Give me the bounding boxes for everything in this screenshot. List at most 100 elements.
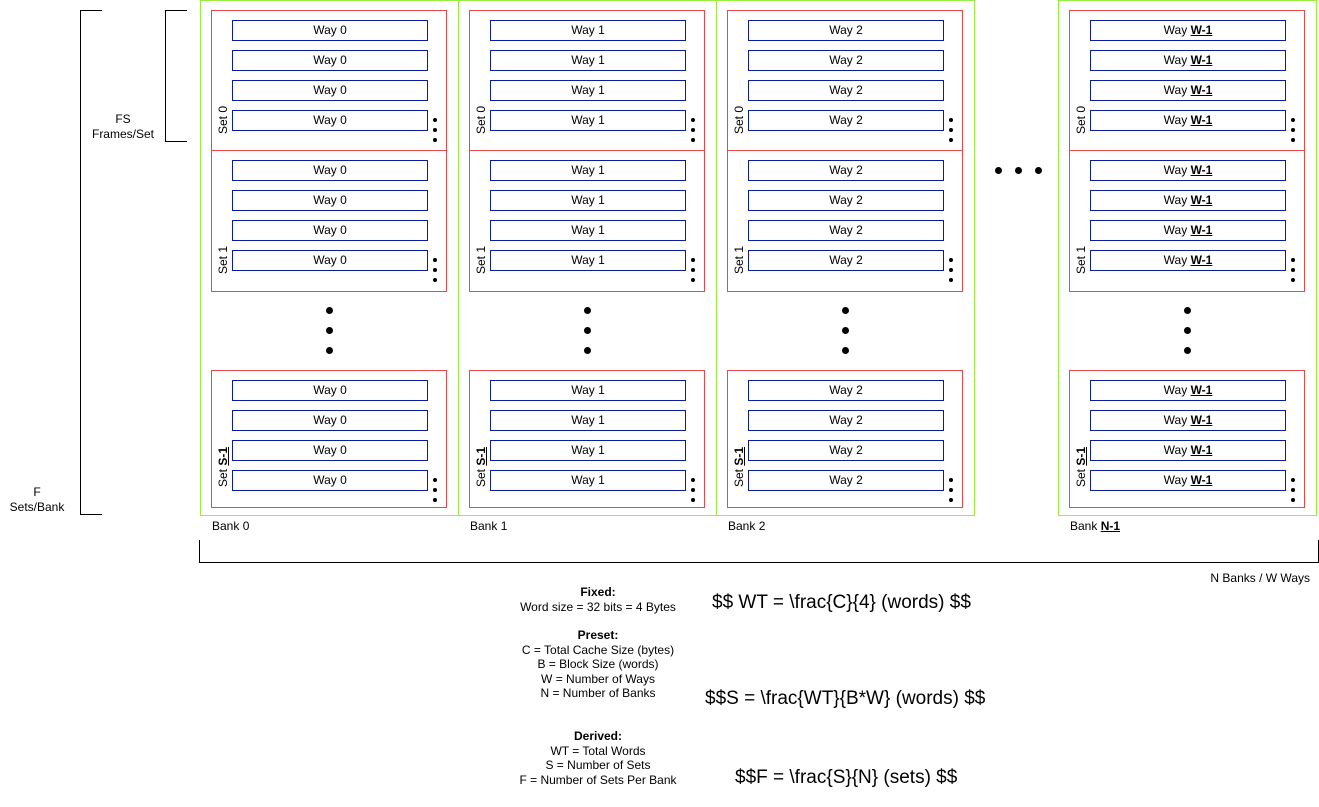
way-label-prefix: Way xyxy=(1163,193,1191,207)
way-label-prefix: Way xyxy=(829,193,857,207)
set-ellipsis-dot xyxy=(842,307,849,314)
way-frame: Way 0 xyxy=(232,440,428,461)
way-index: 2 xyxy=(856,193,863,207)
set-block xyxy=(1069,370,1305,508)
frame-ellipsis-dot xyxy=(691,128,695,132)
way-frame: Way W-1 xyxy=(1090,80,1286,101)
way-frame: Way 0 xyxy=(232,380,428,401)
way-label-prefix: Way xyxy=(571,253,599,267)
way-index: 1 xyxy=(598,193,605,207)
frame-ellipsis-dot xyxy=(949,258,953,262)
frame-ellipsis-dot xyxy=(691,488,695,492)
set-index: S-1 xyxy=(474,446,488,466)
way-index: 0 xyxy=(340,413,347,427)
way-index: 0 xyxy=(340,23,347,37)
way-frame: Way 2 xyxy=(748,80,944,101)
way-label-prefix: Way xyxy=(571,383,599,397)
bank-index: 2 xyxy=(758,519,766,533)
way-index: 1 xyxy=(598,163,605,177)
set-ellipsis-dot xyxy=(326,327,333,334)
way-frame: Way 0 xyxy=(232,20,428,41)
way-index: 2 xyxy=(856,253,863,267)
set-label-prefix: Set xyxy=(216,112,230,134)
way-label-prefix: Way xyxy=(571,83,599,97)
way-frame: Way 0 xyxy=(232,410,428,431)
banks-ways-label: N Banks / W Ways xyxy=(1210,571,1310,585)
legend-item: Word size = 32 bits = 4 Bytes xyxy=(520,599,676,614)
set-index: 0 xyxy=(474,105,488,113)
set-label: Set S-1 xyxy=(1074,447,1088,487)
way-label-prefix: Way xyxy=(313,253,341,267)
frame-ellipsis-dot xyxy=(433,268,437,272)
way-frame: Way 2 xyxy=(748,110,944,131)
set-label: Set 0 xyxy=(732,106,746,134)
frames-per-set-bracket xyxy=(165,10,187,142)
way-frame: Way W-1 xyxy=(1090,440,1286,461)
legend-derived: Derived: WT = Total Words S = Number of … xyxy=(498,729,698,787)
way-label-prefix: Way xyxy=(313,473,341,487)
frame-ellipsis-dot xyxy=(691,118,695,122)
banks-bracket xyxy=(199,540,1319,563)
way-index: 1 xyxy=(598,113,605,127)
frame-ellipsis-dot xyxy=(1291,128,1295,132)
way-index: 1 xyxy=(598,473,605,487)
set-label: Set 0 xyxy=(474,106,488,134)
set-label: Set S-1 xyxy=(216,447,230,487)
way-frame: Way 0 xyxy=(232,110,428,131)
way-label-prefix: Way xyxy=(1163,83,1191,97)
way-index: 0 xyxy=(340,83,347,97)
frame-ellipsis-dot xyxy=(433,118,437,122)
legend-fixed: Fixed: Word size = 32 bits = 4 Bytes xyxy=(498,585,698,614)
way-frame: Way W-1 xyxy=(1090,250,1286,271)
f-symbol: F xyxy=(33,485,41,499)
way-label-prefix: Way xyxy=(571,413,599,427)
bank-label: Bank 2 xyxy=(728,519,765,533)
set-label-prefix: Set xyxy=(1074,465,1088,487)
way-index: W-1 xyxy=(1190,443,1213,457)
frame-ellipsis-dot xyxy=(949,498,953,502)
way-index: 2 xyxy=(856,443,863,457)
way-index: W-1 xyxy=(1190,413,1213,427)
frame-ellipsis-dot xyxy=(949,118,953,122)
legend-item: N = Number of Banks xyxy=(540,686,656,700)
way-index: 1 xyxy=(598,83,605,97)
way-label-prefix: Way xyxy=(829,53,857,67)
set-label-prefix: Set xyxy=(216,465,230,487)
way-frame: Way W-1 xyxy=(1090,190,1286,211)
way-index: W-1 xyxy=(1190,383,1213,397)
way-frame: Way 0 xyxy=(232,160,428,181)
way-frame: Way 0 xyxy=(232,190,428,211)
way-index: 0 xyxy=(340,253,347,267)
way-frame: Way W-1 xyxy=(1090,220,1286,241)
frame-ellipsis-dot xyxy=(949,128,953,132)
way-index: 1 xyxy=(598,253,605,267)
way-index: 0 xyxy=(340,53,347,67)
way-label-prefix: Way xyxy=(571,473,599,487)
way-index: 1 xyxy=(598,383,605,397)
way-index: 0 xyxy=(340,443,347,457)
way-index: 0 xyxy=(340,223,347,237)
way-label-prefix: Way xyxy=(571,113,599,127)
bank-label-prefix: Bank xyxy=(1070,519,1101,533)
way-frame: Way W-1 xyxy=(1090,20,1286,41)
set-block xyxy=(1069,150,1305,292)
set-label: Set 1 xyxy=(474,246,488,274)
way-index: W-1 xyxy=(1190,163,1213,177)
way-frame: Way 1 xyxy=(490,440,686,461)
set-label: Set 1 xyxy=(732,246,746,274)
frame-ellipsis-dot xyxy=(949,488,953,492)
way-index: W-1 xyxy=(1190,83,1213,97)
set-ellipsis-dot xyxy=(1184,307,1191,314)
set-label: Set S-1 xyxy=(732,447,746,487)
way-frame: Way 0 xyxy=(232,50,428,71)
set-label-prefix: Set xyxy=(732,252,746,274)
way-label-prefix: Way xyxy=(313,53,341,67)
way-index: 2 xyxy=(856,23,863,37)
way-label-prefix: Way xyxy=(829,83,857,97)
way-label-prefix: Way xyxy=(829,473,857,487)
frame-ellipsis-dot xyxy=(691,278,695,282)
frame-ellipsis-dot xyxy=(1291,258,1295,262)
way-index: W-1 xyxy=(1190,193,1213,207)
set-block xyxy=(727,150,963,292)
set-label-prefix: Set xyxy=(474,465,488,487)
